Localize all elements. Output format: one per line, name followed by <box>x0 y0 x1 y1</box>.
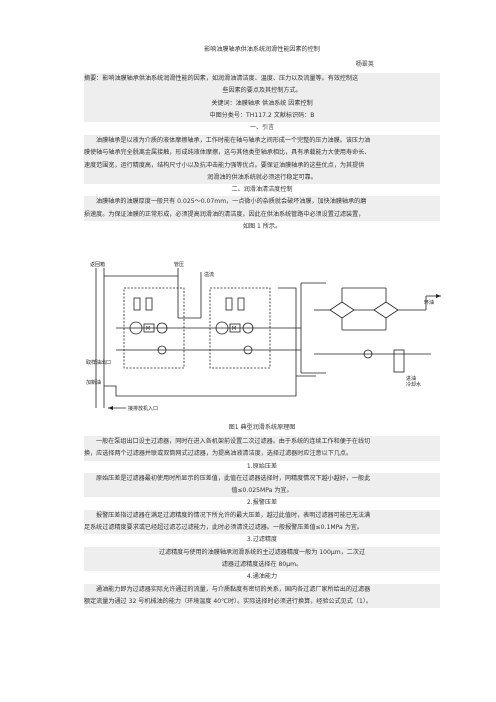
section2-line-2: 损速度。为保证油膜的正常形成，必须提高润滑油的清洁度，因此在供油系统管路中必须设… <box>84 208 440 222</box>
sub1-line-1: 原始压差是过滤器最初使用时所显示的压差值，此值在过滤器选择时，同精度情况下越小越… <box>84 472 440 486</box>
sub4-line-1: 通油能力即为过滤器实际允许通过的流量，与介质黏度有密切的关系，国内各过滤厂家所给… <box>84 583 440 596</box>
sub2-line-1: 报警压差指过滤器在满足过滤精度的情况下所允许的最大压差，越过此值时，表明过滤器可… <box>84 509 440 523</box>
svg-text:M: M <box>146 326 150 332</box>
abstract-line-1: 摘要：影响油膜轴承供油系统润滑性能的因素，如润滑油清洁度、温度、压力以及流量等。… <box>84 73 440 86</box>
classification: 中图分类号：TH117.2 文献标识码：B <box>84 109 440 123</box>
label-return: 返回箱 <box>90 261 105 268</box>
intro-line-3: 速度范围宽，运行精度高，结构尺寸小以及抗冲击能力强等优点。要保证油膜轴承的这些优… <box>84 159 440 172</box>
section2-line-5: 换，应选择两个过滤器并联或双筒网式过滤器，为提高油液清洁度，选择过滤器时应注意以… <box>84 448 440 461</box>
label-overflow: 溢流 <box>204 271 214 278</box>
author: 杨翠英 <box>355 61 374 68</box>
subheading-2: 2.报警压差 <box>246 499 278 507</box>
keywords: 关键词：油膜轴承 供油系统 因素控制 <box>84 97 440 110</box>
sub3-line-1: 过滤精度与使用的油膜轴承润滑系统的主过滤器精度一般为 100μm，二次过 <box>84 546 440 559</box>
sub1-line-2: 值≤0.025MPa 为宜。 <box>84 485 440 498</box>
label-pressure: 管压 <box>174 261 184 268</box>
section2-line-3: 如图 1 所示。 <box>242 223 282 231</box>
label-cooling: 冷却水 <box>406 381 421 388</box>
subheading-1: 1.原始压差 <box>246 462 278 470</box>
intro-line-1: 油膜轴承是以液为介质的液体摩擦轴承，工作时能在轴与轴承之间形成一个完整的压力油膜… <box>84 135 440 148</box>
figure-caption: 图1 典型润滑系统原理图 <box>228 424 296 431</box>
intro-line-4: 润滑油的供油系统就必须运行稳定可靠。 <box>84 171 440 185</box>
introduction-paragraph: 油膜轴承是以液为介质的液体摩擦轴承，工作时能在轴与轴承之间形成一个完整的压力油膜… <box>84 135 440 233</box>
sub3-line-2: 滤器过滤精度选择在 80μm。 <box>84 558 440 572</box>
section2-line-4: 一般在泵组出口设主过滤器，同时在进入各机架前设置二次过滤器。由于系统的连续工作和… <box>84 436 440 449</box>
lubrication-system-diagram: M M 返回箱 管压 溢流 取样油出口 加新油 接排放机入口 环油 进油 冷却水 <box>86 261 441 412</box>
sub2-line-2: 足系统过滤精度要求或已经超过滤芯过滤能力，此时必须清洗过滤器。一般报警压差值≤0… <box>84 522 440 535</box>
subheading-4: 4.通油能力 <box>246 573 278 581</box>
section-heading-1: 一、引言 <box>249 124 275 132</box>
svg-text:M: M <box>232 326 236 332</box>
abstract-line-2: 些因素的要点及其控制方式。 <box>84 85 440 98</box>
label-fill: 加新油 <box>86 379 101 386</box>
section-heading-2: 二、润滑油清洁度控制 <box>231 186 293 194</box>
subheading-3: 3.过滤精度 <box>246 536 278 544</box>
section2-line-1: 油膜轴承的油膜厚度一般只有 0.025～0.07mm，一点微小的杂质就会破坏油膜… <box>84 196 440 209</box>
document-title: 影响油膜轴承供油系统润滑性能因素的控制 <box>204 46 320 53</box>
label-sampling: 取样油出口 <box>86 359 111 366</box>
intro-line-2: 膜使轴与轴承完全脱离金属接触，形成纯液体摩擦，这与其他类型轴承相比，具有承载能力… <box>84 147 440 160</box>
abstract: 摘要：影响油膜轴承供油系统润滑性能的因素，如润滑油清洁度、温度、压力以及流量等。… <box>84 73 440 134</box>
label-ring: 环油 <box>424 299 434 306</box>
filter-section: 一般在泵组出口设主过滤器，同时在进入各机架前设置二次过滤器。由于系统的连续工作和… <box>84 436 440 609</box>
sub4-line-2: 额定流量为通过 32 号机械油的能力（环境温度 40℃时）。实际选择时必须进行换… <box>84 595 440 609</box>
label-inlet: 进油 <box>406 375 416 382</box>
label-drain: 接排放机入口 <box>128 405 158 412</box>
